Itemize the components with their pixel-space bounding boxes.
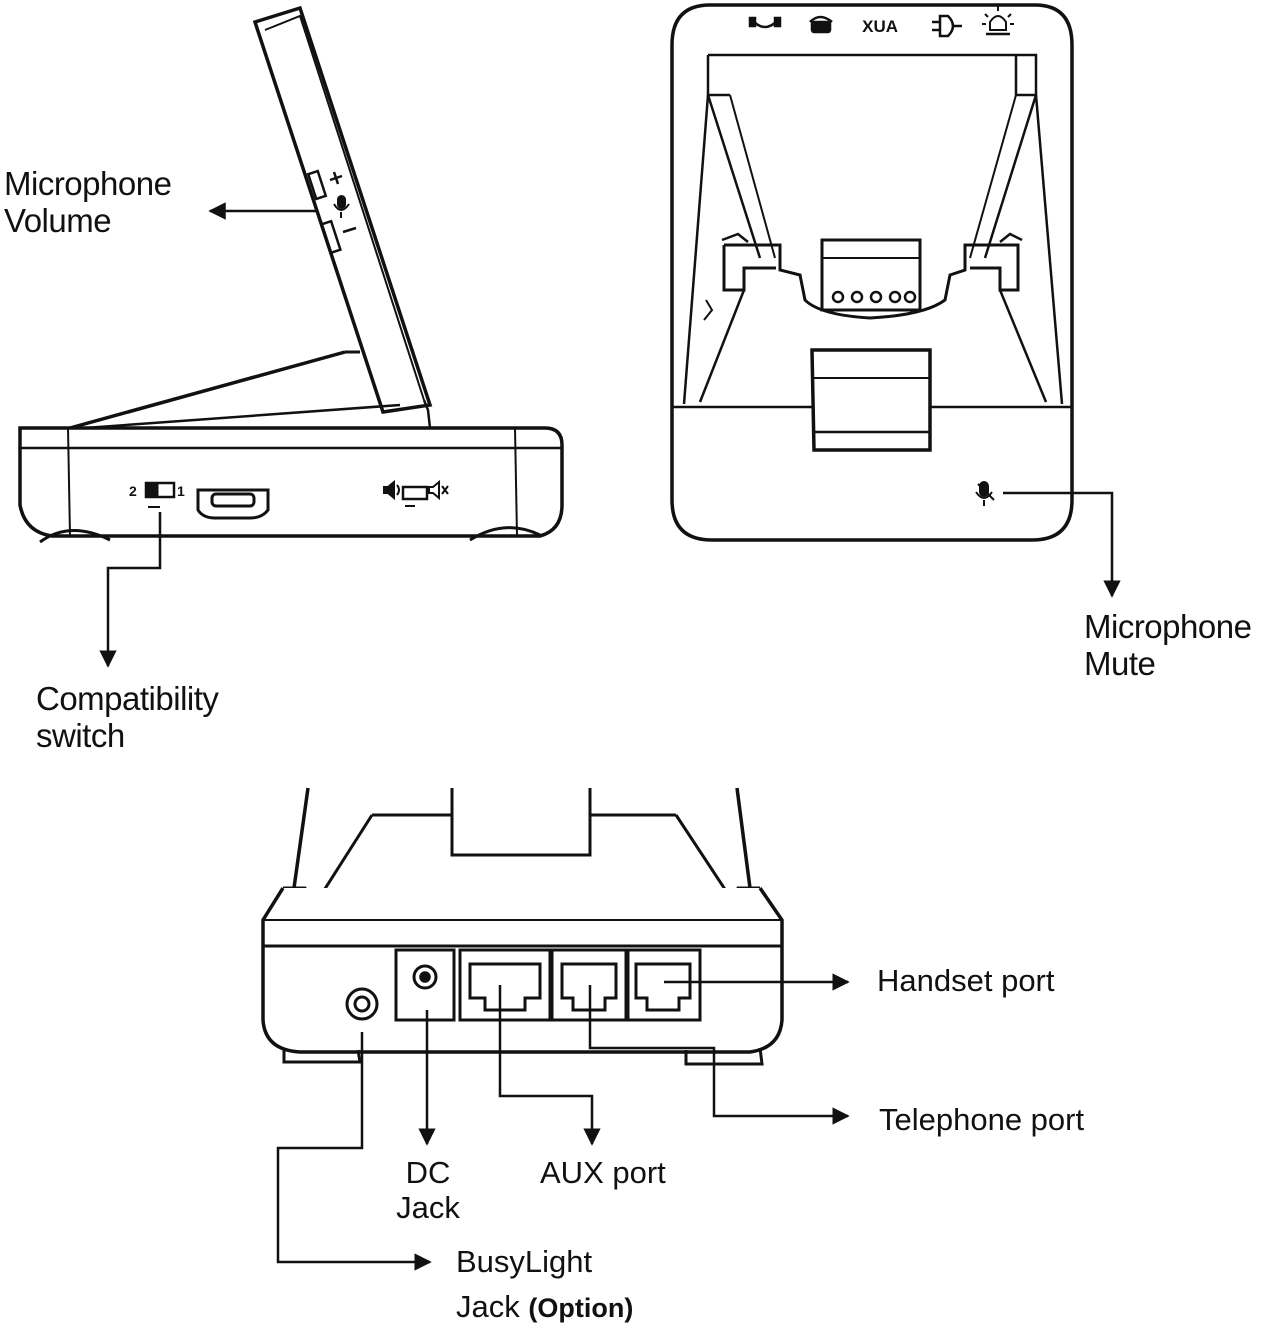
microphone-mute-label: Microphone Mute <box>1084 608 1252 683</box>
switch-label-2: 2 <box>129 483 137 499</box>
microphone-volume-line-1: Microphone <box>4 165 172 202</box>
volume-minus-icon <box>342 226 357 234</box>
phone-icon <box>809 15 833 34</box>
mute-microphone-icon <box>975 481 995 506</box>
telephone-port-label: Telephone port <box>879 1102 1085 1137</box>
compatibility-switch-leader <box>99 512 162 668</box>
aux-port-label: AUX port <box>540 1155 666 1190</box>
front-view-base <box>670 3 1074 542</box>
dc-jack-label: DC Jack <box>388 1155 468 1225</box>
busylight-jack-line-1: BusyLight <box>456 1244 593 1279</box>
power-plug-icon <box>932 14 962 38</box>
dc-jack-line-1: DC <box>405 1155 451 1190</box>
microphone-volume-line-2: Volume <box>4 201 112 239</box>
compatibility-switch-line-2: switch <box>36 716 125 754</box>
telephone-port-leader <box>588 985 850 1125</box>
back-leaders <box>276 973 850 1271</box>
microphone-volume-label: Microphone Volume <box>4 165 172 240</box>
busylight-icon <box>982 6 1014 36</box>
volume-plus-icon <box>329 171 343 185</box>
busylight-jack-word: Jack <box>456 1288 520 1324</box>
speaker-mute-icon <box>428 479 449 501</box>
busylight-jack-line-2: Jack (Option) <box>456 1285 633 1330</box>
dc-jack-line-2: Jack <box>396 1189 460 1225</box>
microphone-mute-leader <box>1003 491 1121 598</box>
microphone-mute-line-2: Mute <box>1084 644 1156 682</box>
busylight-jack-leader <box>276 1032 432 1271</box>
aux-port-leader <box>498 985 601 1146</box>
switch-label-1: 1 <box>177 483 185 499</box>
compatibility-switch-label: Compatibility switch <box>36 680 219 755</box>
busylight-option-note: (Option) <box>528 1292 634 1323</box>
speaker-icon <box>383 479 400 501</box>
microphone-mute-line-1: Microphone <box>1084 608 1252 645</box>
back-view-base <box>261 787 784 1066</box>
busylight-jack-label: BusyLight Jack (Option) <box>456 1240 633 1330</box>
microphone-volume-icon <box>333 195 350 218</box>
aux-icon: AUX <box>861 17 898 36</box>
headset-icon <box>748 16 782 29</box>
compatibility-switch-line-1: Compatibility <box>36 680 219 717</box>
handset-port-label: Handset port <box>877 963 1055 998</box>
side-view-base <box>18 5 564 544</box>
